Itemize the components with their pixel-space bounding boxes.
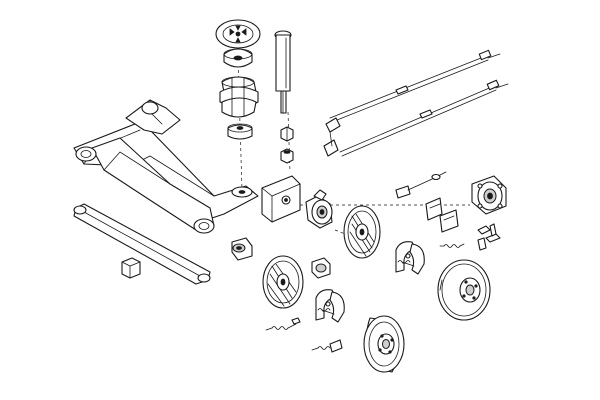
panhard-rod <box>73 203 211 285</box>
brake-backing-plate-left <box>262 255 304 309</box>
shock-upper-nut <box>280 126 294 142</box>
shock-lower-bushing <box>280 148 294 164</box>
brake-pad-pair <box>425 197 459 233</box>
adjuster-spring-right <box>439 243 465 248</box>
spring-seat-cup <box>223 48 253 68</box>
wheel-cylinder-lead <box>311 339 343 353</box>
axle-bushing <box>231 237 253 261</box>
brake-cable-upper <box>329 49 501 123</box>
brake-backing-plate-right <box>343 205 381 259</box>
brake-shoe-set-left <box>315 289 345 323</box>
bump-stop-bushing <box>227 123 253 140</box>
brake-drum <box>363 315 405 373</box>
abs-sensor-lead <box>395 171 447 199</box>
rubber-block <box>121 257 141 279</box>
wheel-hub-bearing <box>471 175 507 215</box>
bearing-collar <box>311 257 331 279</box>
brake-clip-kit <box>477 223 501 251</box>
hub-carrier <box>305 189 333 229</box>
brake-shoe-set-right <box>395 241 425 275</box>
adjuster-spring-left <box>265 317 301 331</box>
brake-disc <box>437 259 491 321</box>
rear-axle-beam <box>73 99 259 234</box>
brake-cable-equalizer <box>323 85 433 157</box>
trunnion-bracket <box>261 175 301 223</box>
shock-absorber <box>274 30 292 114</box>
coil-spring-bellows <box>219 76 259 118</box>
brake-cable-lower <box>339 79 509 157</box>
top-mount-plate <box>215 19 261 49</box>
